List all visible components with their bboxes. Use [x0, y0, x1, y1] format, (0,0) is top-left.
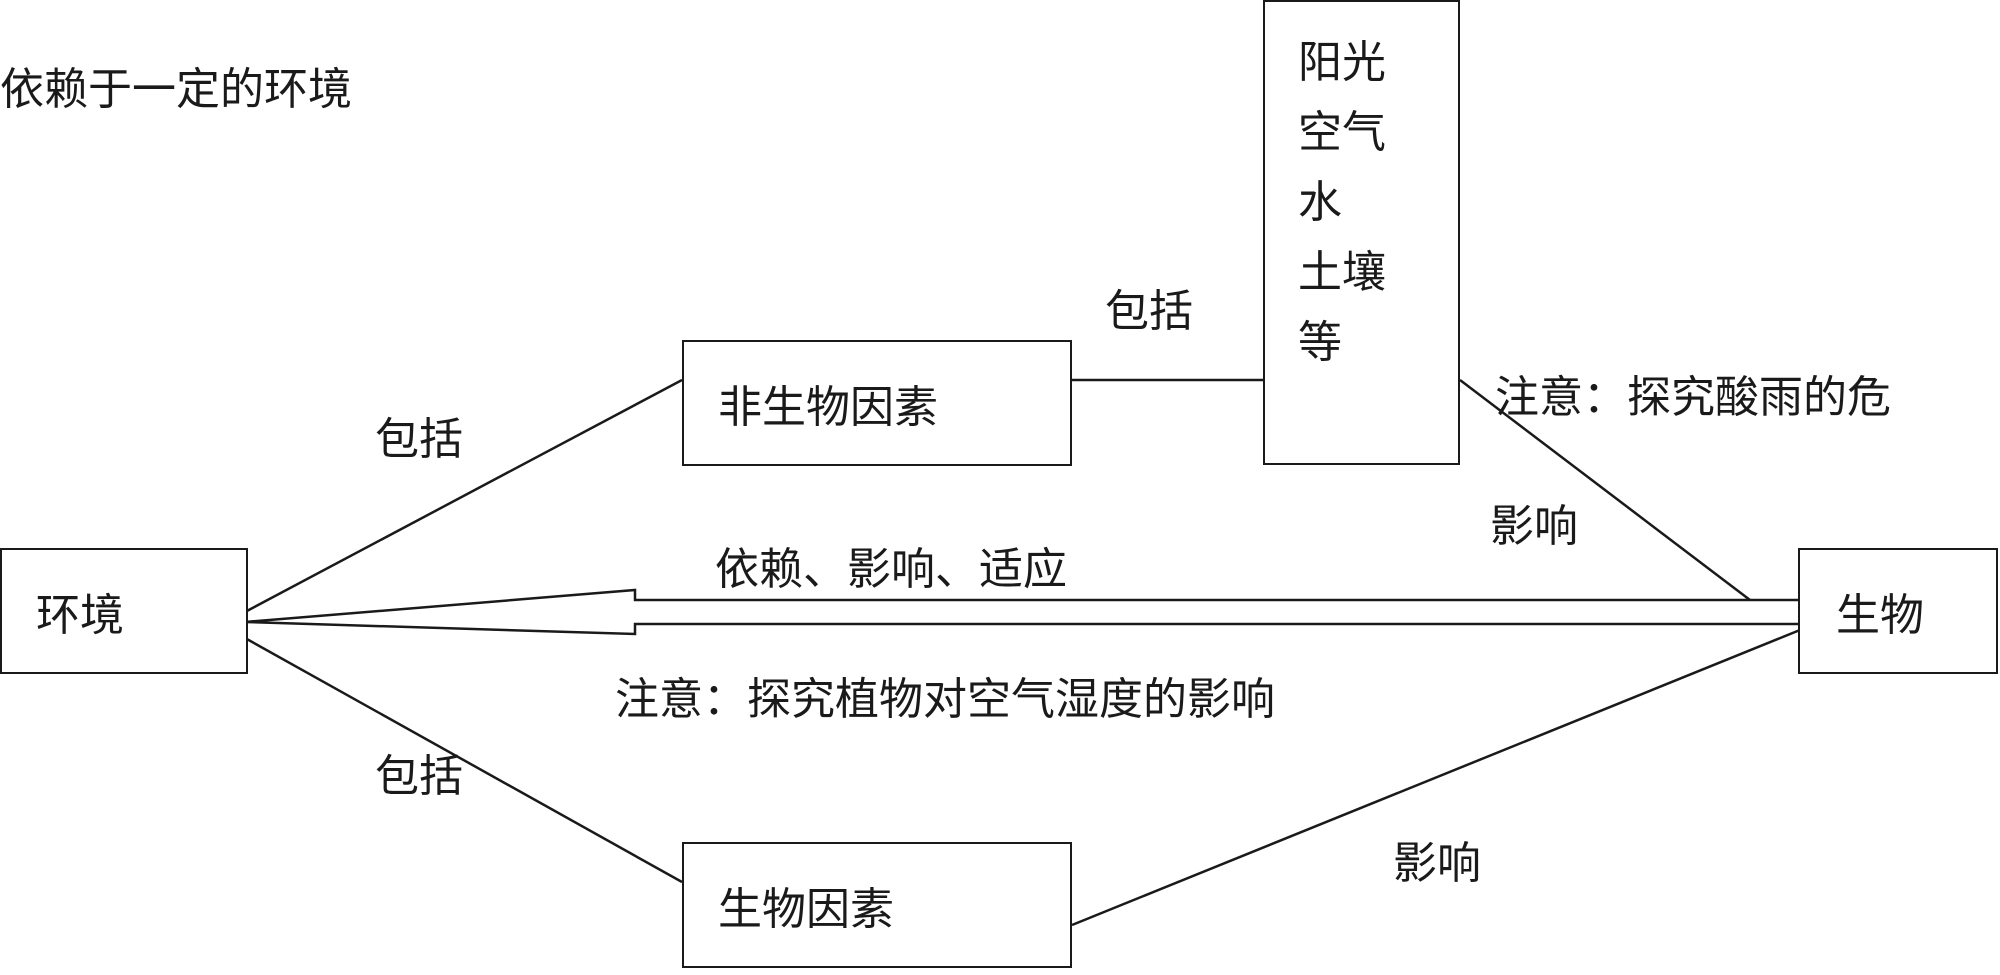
organism-node-label: 生物: [1836, 590, 1924, 641]
line-examples-to-organism: [1459, 379, 1751, 601]
abiotic-examples-list: 阳光 空气 水 土壤 等: [1298, 28, 1386, 378]
example-soil: 土壤: [1298, 247, 1386, 298]
example-air: 空气: [1298, 107, 1386, 158]
example-sunlight: 阳光: [1298, 37, 1386, 88]
organism-node: 生物: [1798, 548, 1998, 674]
abiotic-examples-node: [1263, 0, 1460, 465]
line-environment-to-abiotic: [244, 378, 683, 614]
environment-node-label: 环境: [36, 590, 124, 641]
environment-node: 环境: [0, 548, 248, 674]
note-acid-rain: 注意：探究酸雨的危: [1495, 372, 1891, 423]
affects-label-top: 影响: [1490, 501, 1578, 552]
main-relation-label: 依赖、影响、适应: [715, 544, 1067, 595]
main-relation-arrow: [244, 588, 1802, 636]
affects-label-bottom: 影响: [1393, 838, 1481, 889]
note-humidity: 注意：探究植物对空气湿度的影响: [615, 674, 1275, 725]
example-etc: 等: [1298, 317, 1342, 368]
example-water: 水: [1298, 177, 1342, 228]
diagram-heading: 依赖于一定的环境: [0, 64, 352, 115]
biotic-factors-label: 生物因素: [718, 884, 894, 935]
abiotic-factors-label: 非生物因素: [718, 382, 938, 433]
includes-label-bottom: 包括: [375, 751, 463, 802]
biotic-factors-node: 生物因素: [682, 842, 1072, 968]
includes-label-top: 包括: [1105, 286, 1193, 337]
abiotic-factors-node: 非生物因素: [682, 340, 1072, 466]
line-biotic-to-organism: [1071, 628, 1801, 927]
line-environment-to-biotic: [244, 636, 683, 884]
includes-label-middle: 包括: [375, 414, 463, 465]
